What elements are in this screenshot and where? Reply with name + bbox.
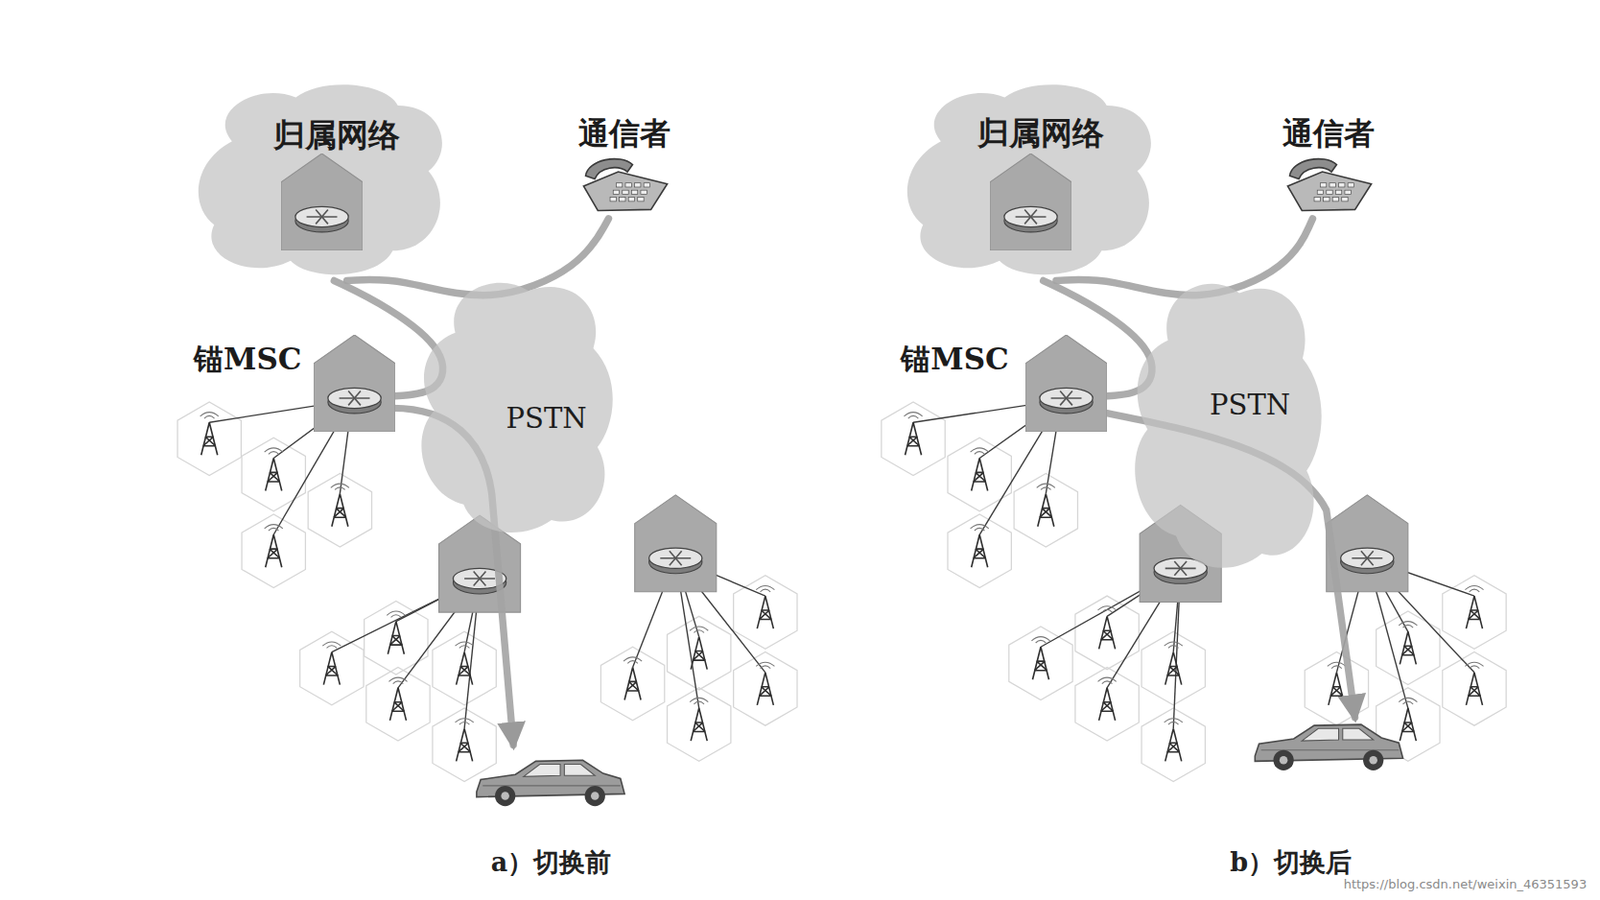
cloud-shape (421, 282, 612, 533)
base-station-tower (1164, 718, 1183, 762)
cell-hexagon (300, 631, 364, 706)
base-station-tower (689, 697, 708, 741)
base-station-tower (689, 626, 708, 670)
msc-house (1025, 334, 1107, 432)
node-label: PSTN (506, 402, 588, 435)
router-symbol (649, 547, 703, 574)
cell-hexagon (667, 615, 731, 690)
node-label: 归属网络 (273, 117, 400, 154)
cell-hexagon (1442, 652, 1506, 727)
cloud-shape (198, 84, 443, 275)
node-label: 归属网络 (977, 115, 1105, 152)
router-symbol (1341, 547, 1394, 574)
cell-hexagon (1304, 652, 1368, 727)
router-symbol (294, 206, 348, 233)
base-station-tower (386, 611, 405, 655)
base-station-tower (1398, 621, 1417, 665)
cell-hexagon (307, 472, 372, 547)
node-label: PSTN (1209, 389, 1291, 422)
cell-hexagon (177, 401, 241, 476)
base-station-tower (330, 483, 350, 527)
visited-msc-house (635, 494, 717, 592)
cell-hexagon (733, 652, 798, 727)
base-station-tower (755, 661, 775, 706)
node-label: 通信者 (1282, 116, 1375, 152)
panel-caption: a）切换前 (491, 845, 612, 880)
base-station-tower (322, 641, 341, 685)
car-symbol (1254, 724, 1403, 771)
base-station-tower (623, 657, 642, 701)
telephone-icon (1281, 155, 1376, 213)
cell-hexagon (364, 600, 428, 675)
base-station-tower (1036, 483, 1056, 527)
cell-hexagon (1075, 595, 1139, 670)
base-station-tower (455, 641, 474, 685)
cell-hexagon (947, 437, 1012, 512)
correspondent-node: 通信者 (571, 116, 679, 219)
base-station-tower (1031, 636, 1050, 681)
cell-hexagon (667, 687, 731, 762)
msc-house (281, 153, 363, 251)
anchor-msc-node: 锚MSC (900, 334, 1107, 437)
base-station-tower (388, 677, 407, 721)
cell-hexagon (366, 667, 430, 742)
watermark: https://blog.csdn.net/weixin_46351593 (1343, 876, 1588, 892)
cell-hexagon (432, 631, 496, 706)
cloud-shape (907, 84, 1152, 275)
node-label: 锚MSC (193, 334, 302, 377)
cell-hexagon (1442, 575, 1506, 650)
home-network-cloud: 归属网络 (193, 81, 449, 281)
car-symbol (476, 759, 625, 806)
cell-hexagon (600, 646, 664, 721)
cell-hexagon (241, 514, 306, 589)
anchor-msc-house (1025, 334, 1107, 432)
correspondent-node: 通信者 (1275, 116, 1383, 219)
telephone-icon (577, 155, 672, 213)
msc-house (313, 334, 396, 432)
base-station-tower (455, 718, 474, 762)
base-station-tower (264, 447, 283, 492)
base-station-tower (1464, 585, 1483, 629)
home-network-cloud: 归属网络 (902, 81, 1158, 281)
home-router-house (281, 153, 363, 251)
cell-hexagon (241, 437, 306, 512)
node-label: 锚MSC (900, 334, 1009, 377)
base-station-tower (755, 585, 775, 629)
base-station-tower (970, 447, 989, 492)
base-station-tower (1164, 641, 1183, 685)
cloud-shape (1135, 283, 1323, 568)
pstn-cloud: PSTN (1127, 275, 1332, 571)
cell-hexagon (1013, 472, 1078, 547)
cell-hexagon (1376, 611, 1440, 685)
router-symbol (327, 387, 380, 414)
router-symbol (1004, 206, 1058, 233)
anchor-msc-house (313, 334, 396, 432)
cell-hexagon (1009, 626, 1073, 701)
cell-hexagon (881, 401, 945, 476)
base-station-tower (1398, 697, 1417, 741)
cell-hexagon (432, 707, 496, 782)
home-router-house (989, 153, 1072, 251)
base-station-tower (1464, 661, 1483, 706)
cell-hexagon (947, 514, 1012, 589)
panel-caption: b）切换后 (1229, 845, 1352, 880)
pstn-cloud: PSTN (413, 275, 623, 536)
cell-hexagon (1141, 631, 1205, 706)
cloud-outline (1127, 275, 1332, 571)
base-station-tower (200, 412, 219, 456)
msc-house (989, 153, 1072, 251)
base-station-tower (1098, 677, 1117, 721)
base-station-tower (903, 412, 922, 456)
cell-hexagon (1075, 667, 1139, 742)
base-station-tower (1327, 661, 1346, 706)
anchor-msc-node: 锚MSC (193, 334, 396, 437)
router-symbol (1039, 387, 1093, 414)
base-station-tower (1098, 606, 1117, 650)
base-station-tower (970, 524, 989, 568)
node-label: 通信者 (578, 116, 671, 152)
base-station-tower (264, 524, 283, 568)
